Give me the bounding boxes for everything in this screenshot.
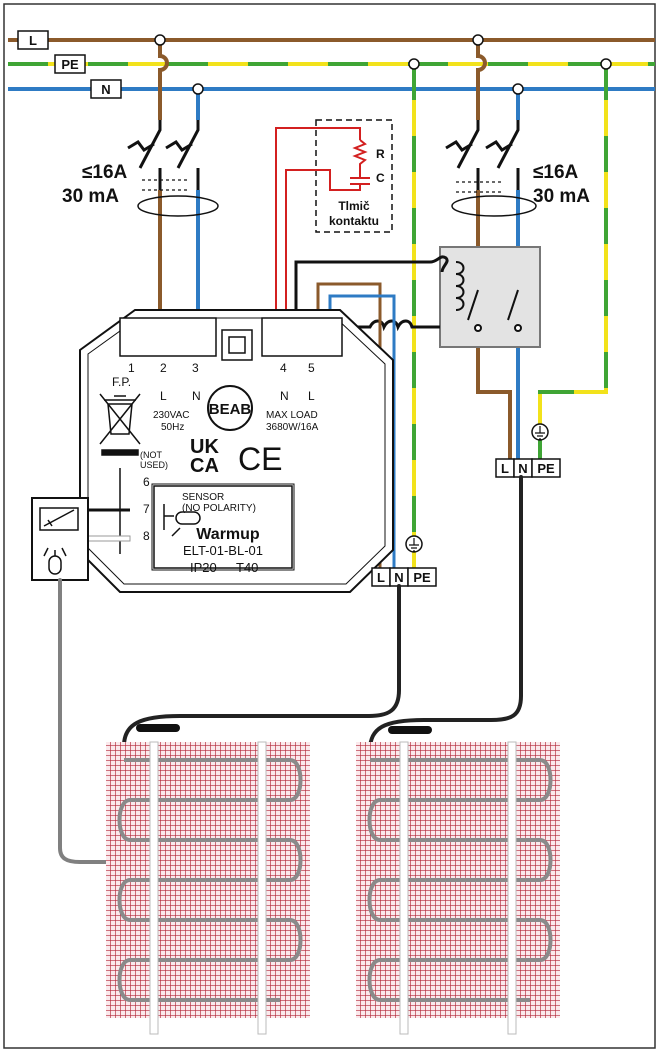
svg-text:(NO POLARITY): (NO POLARITY) bbox=[182, 503, 256, 514]
heating-mat-right bbox=[356, 741, 560, 1035]
svg-text:N: N bbox=[101, 82, 110, 97]
mat-leads bbox=[58, 475, 523, 864]
svg-text:L: L bbox=[308, 389, 315, 403]
svg-text:30 mA: 30 mA bbox=[533, 186, 590, 207]
svg-text:4: 4 bbox=[280, 361, 287, 375]
control-wires bbox=[294, 255, 449, 352]
svg-text:N: N bbox=[192, 389, 201, 403]
brand-badge bbox=[207, 385, 253, 431]
earth-symbol-mid bbox=[405, 535, 423, 553]
svg-text:T40: T40 bbox=[236, 560, 258, 575]
heating-mat-left bbox=[106, 741, 310, 1035]
bus-label-n: N bbox=[90, 79, 122, 99]
svg-text:L: L bbox=[377, 570, 385, 585]
svg-text:Tlmič: Tlmič bbox=[338, 199, 370, 213]
svg-text:230VAC: 230VAC bbox=[153, 410, 190, 421]
svg-text:≤16A: ≤16A bbox=[533, 162, 579, 183]
svg-text:2: 2 bbox=[160, 361, 167, 375]
right-rcbo-symbol bbox=[445, 120, 537, 217]
svg-text:kontaktu: kontaktu bbox=[329, 214, 379, 228]
svg-text:8: 8 bbox=[143, 529, 150, 543]
svg-text:≤16A: ≤16A bbox=[82, 162, 128, 183]
thermostat-body bbox=[79, 309, 394, 593]
contactor bbox=[439, 246, 541, 348]
svg-text:SENSOR: SENSOR bbox=[182, 492, 224, 503]
sensor-probe-icon bbox=[163, 504, 201, 537]
svg-text:PE: PE bbox=[413, 570, 431, 585]
svg-text:N: N bbox=[280, 389, 289, 403]
svg-text:30 mA: 30 mA bbox=[62, 186, 119, 207]
svg-text:6: 6 bbox=[143, 475, 150, 489]
svg-text:(NOT: (NOT bbox=[140, 450, 162, 460]
svg-text:5: 5 bbox=[308, 361, 315, 375]
svg-text:USED): USED) bbox=[140, 460, 168, 470]
svg-text:Warmup: Warmup bbox=[196, 526, 260, 543]
svg-text:3680W/16A: 3680W/16A bbox=[266, 422, 319, 433]
snubber-box bbox=[315, 119, 393, 233]
floor-sensor-icon bbox=[31, 497, 89, 581]
svg-text:N: N bbox=[518, 461, 527, 476]
svg-text:3: 3 bbox=[192, 361, 199, 375]
svg-text:50Hz: 50Hz bbox=[161, 422, 184, 433]
svg-text:CE: CE bbox=[238, 441, 282, 477]
svg-text:1: 1 bbox=[128, 361, 135, 375]
svg-text:7: 7 bbox=[143, 502, 150, 516]
weee-bin-icon bbox=[99, 393, 141, 456]
svg-text:L: L bbox=[501, 461, 509, 476]
snubber-wires bbox=[275, 127, 370, 352]
svg-text:CA: CA bbox=[190, 455, 219, 477]
left-rcbo-symbol bbox=[127, 120, 219, 217]
svg-text:L: L bbox=[160, 389, 167, 403]
svg-text:L: L bbox=[29, 33, 37, 48]
bus-label-pe: PE bbox=[54, 54, 86, 74]
svg-text:PE: PE bbox=[537, 461, 555, 476]
svg-text:BEAB: BEAB bbox=[209, 401, 252, 418]
earth-symbol-right bbox=[531, 423, 549, 441]
contactor-coil bbox=[455, 261, 522, 332]
bus-label-l: L bbox=[17, 30, 49, 50]
svg-text:N: N bbox=[394, 570, 403, 585]
svg-text:MAX LOAD: MAX LOAD bbox=[266, 410, 318, 421]
svg-text:UK: UK bbox=[190, 436, 219, 458]
svg-text:C: C bbox=[376, 171, 385, 185]
terminal-block-mid: L N PE bbox=[371, 567, 437, 587]
svg-text:ELT-01-BL-01: ELT-01-BL-01 bbox=[183, 543, 263, 558]
terminal-block-right: L N PE bbox=[495, 458, 561, 478]
frame bbox=[3, 3, 656, 1049]
svg-text:F.P.: F.P. bbox=[112, 375, 131, 389]
svg-text:IP20: IP20 bbox=[190, 560, 217, 575]
svg-text:R: R bbox=[376, 147, 385, 161]
svg-text:PE: PE bbox=[61, 57, 79, 72]
